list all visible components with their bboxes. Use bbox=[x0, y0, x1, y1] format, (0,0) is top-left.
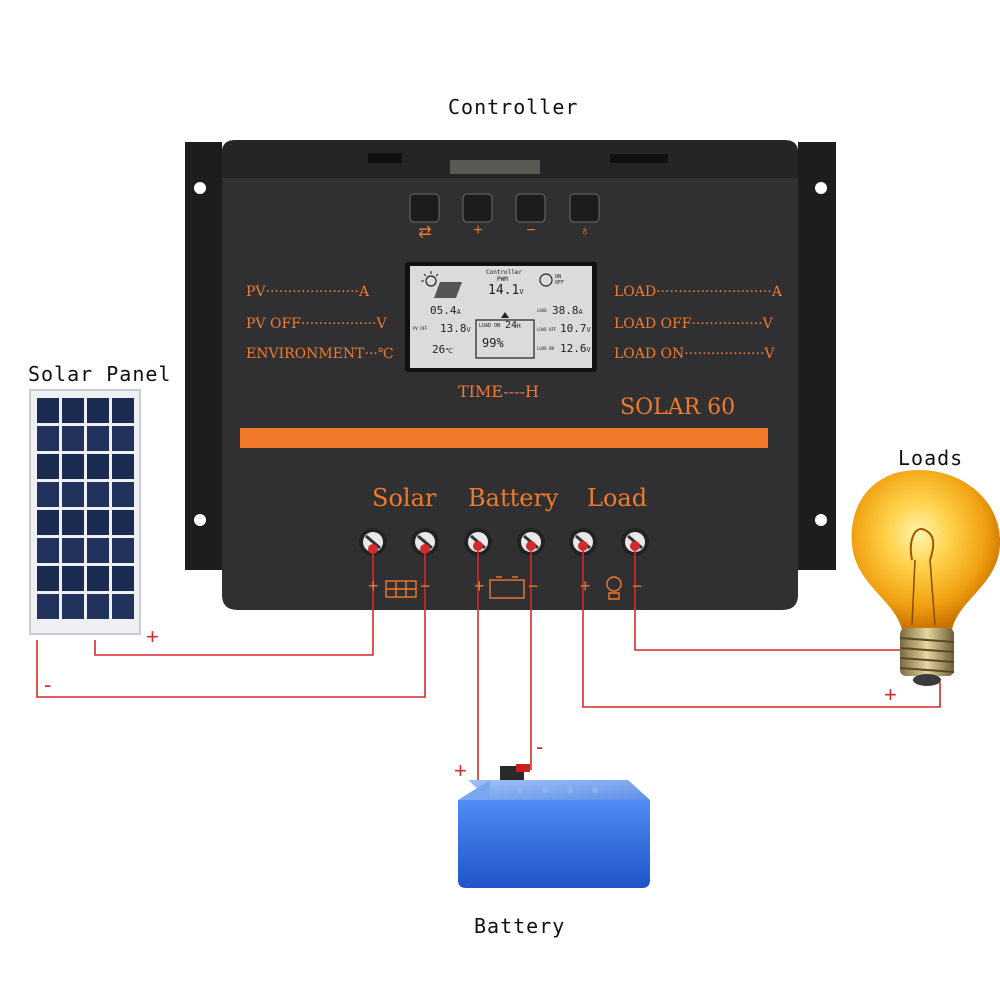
terminal-group-solar: Solar bbox=[372, 484, 437, 512]
label-load-off: LOAD OFF················V bbox=[614, 316, 773, 332]
label-pv: PV·····················A bbox=[246, 284, 370, 300]
load-wire-plus-sign: + bbox=[884, 682, 897, 707]
controller-bracket bbox=[185, 142, 836, 570]
lcd-pv-off-label: PV OFF bbox=[413, 326, 428, 331]
battery-plus-sign: + bbox=[474, 576, 485, 596]
lcd-load-on2-label: LOAD ON bbox=[537, 346, 554, 351]
load-plus-sign: + bbox=[580, 576, 591, 596]
terminal-group-battery: Battery bbox=[468, 484, 559, 512]
lcd-battery-percent: 99% bbox=[482, 336, 504, 350]
solar-minus-sign: − bbox=[420, 576, 431, 596]
load-minus-sign: − bbox=[632, 576, 643, 596]
lcd-load-value: 38.8A bbox=[552, 304, 583, 317]
lcd-screen bbox=[405, 262, 597, 372]
lcd-subtitle: PWM bbox=[497, 276, 508, 283]
lcd-top-value: 14.1V bbox=[488, 283, 524, 298]
lcd-load-on-label: LOAD ON bbox=[479, 323, 501, 329]
minus-icon: − bbox=[526, 222, 536, 239]
bulb-icon: ♁ bbox=[579, 222, 591, 238]
loads-caption: Loads bbox=[898, 446, 964, 470]
wires bbox=[36, 546, 941, 780]
lcd-pv-off-value: 13.8V bbox=[440, 322, 471, 335]
lcd-load-off-value: 10.7V bbox=[560, 322, 591, 335]
arrows-icon: ⇄ bbox=[418, 224, 432, 241]
solar-wire-minus-sign: - bbox=[44, 672, 52, 697]
lcd-load-on-hours: 24H bbox=[505, 320, 521, 331]
label-load-on: LOAD ON··················V bbox=[614, 346, 775, 362]
solar-wire-plus-sign: + bbox=[146, 624, 159, 649]
solar-panel-artwork bbox=[29, 389, 141, 635]
battery-wire-plus-sign: + bbox=[454, 758, 467, 783]
lcd-pv-current: 05.4A bbox=[430, 304, 461, 317]
controller-caption: Controller bbox=[448, 95, 579, 119]
time-label: TIME----H bbox=[458, 382, 539, 401]
battery-caption: Battery bbox=[474, 914, 566, 938]
lcd-load-off-label: LOAD OFF bbox=[537, 327, 557, 332]
lcd-title: Controller bbox=[486, 269, 523, 276]
terminal-group-load: Load bbox=[587, 484, 648, 512]
lcd-load-on2-value: 12.6V bbox=[560, 342, 591, 355]
model-name: SOLAR 60 bbox=[620, 395, 736, 420]
battery-artwork bbox=[458, 764, 650, 888]
battery-minus-sign: − bbox=[528, 576, 539, 596]
label-pv-off: PV OFF·················V bbox=[246, 316, 387, 332]
lcd-temperature: 26℃ bbox=[432, 343, 454, 356]
lcd-load-label: LOAD bbox=[537, 308, 547, 313]
light-bulb-artwork bbox=[851, 470, 1000, 686]
lcd-on-off: ON OFF bbox=[555, 274, 565, 286]
plus-icon: + bbox=[473, 222, 483, 239]
label-load: LOAD··························A bbox=[614, 284, 782, 300]
control-buttons bbox=[409, 193, 600, 223]
battery-wire-minus-sign: - bbox=[536, 734, 544, 759]
terminals bbox=[359, 528, 649, 600]
solar-panel-caption: Solar Panel bbox=[28, 362, 172, 386]
controller-body bbox=[222, 140, 798, 610]
solar-plus-sign: + bbox=[368, 576, 379, 596]
label-environment: ENVIRONMENT···℃ bbox=[246, 346, 394, 362]
